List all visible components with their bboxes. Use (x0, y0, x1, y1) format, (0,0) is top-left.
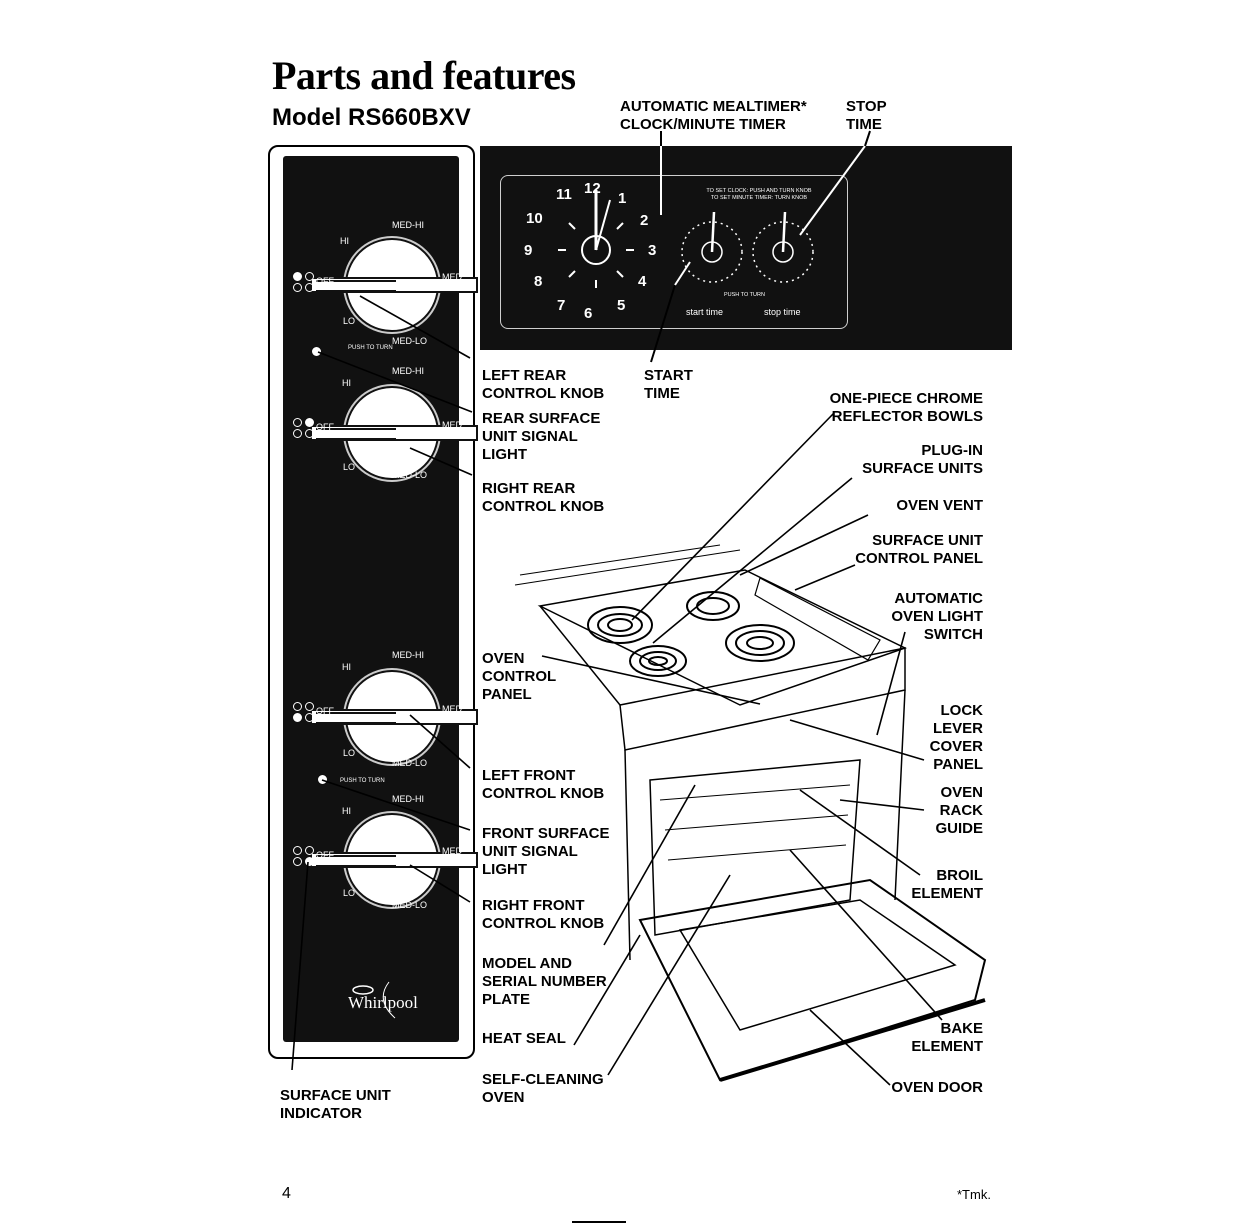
left-rear-knob[interactable] (310, 240, 478, 330)
indicator-dot (305, 283, 314, 292)
clock-num-10: 10 (526, 210, 543, 227)
knob2-medhi: MED-HI (392, 366, 424, 376)
right-front-knob[interactable] (310, 815, 478, 905)
label-oven-door: OVEN DOOR (891, 1079, 983, 1096)
label-stop-time: STOP TIME (846, 98, 887, 133)
label-left-front-knob: LEFT FRONT CONTROL KNOB (482, 767, 605, 802)
clock-num-8: 8 (534, 273, 543, 290)
clock-num-3: 3 (648, 242, 657, 259)
knob1-hi: HI (340, 236, 349, 246)
label-oven-control-panel: OVEN CONTROL PANEL (482, 650, 557, 703)
label-rack-guide: OVEN RACK GUIDE (935, 784, 983, 837)
clock-num-4: 4 (638, 273, 647, 290)
label-front-signal: FRONT SURFACE UNIT SIGNAL LIGHT (482, 825, 610, 878)
label-bake-element: BAKE ELEMENT (911, 1020, 983, 1055)
knob1-med: MED (442, 272, 462, 282)
knob2-medlo: MED-LO (392, 470, 428, 480)
label-surface-control-panel: SURFACE UNIT CONTROL PANEL (855, 532, 983, 567)
clock-num-7: 7 (557, 297, 566, 314)
page-title: Parts and features (272, 53, 576, 98)
indicator-dot (293, 713, 302, 722)
model-heading: Model RS660BXV (272, 104, 471, 131)
knob1-medlo: MED-LO (392, 336, 428, 346)
knob3-lo: LO (343, 748, 356, 758)
label-heat-seal: HEAT SEAL (482, 1030, 566, 1047)
clock-num-2: 2 (640, 212, 649, 229)
control-panel-frame (268, 145, 475, 1059)
indicator-dot (305, 429, 314, 438)
label-oven-vent: OVEN VENT (896, 497, 983, 514)
clock-num-11: 11 (556, 186, 572, 203)
knob1-medhi: MED-HI (392, 220, 424, 230)
label-rear-signal: REAR SURFACE UNIT SIGNAL LIGHT (482, 410, 601, 463)
indicator-dot (293, 418, 302, 427)
clock-face-frame (500, 175, 848, 329)
knob4-lo: LO (343, 888, 356, 898)
label-mealtimer: AUTOMATIC MEALTIMER* CLOCK/MINUTE TIMER (620, 98, 807, 133)
knob2-lo: LO (343, 462, 356, 472)
knob3-med: MED (442, 704, 462, 714)
bottom-rule (572, 1221, 626, 1223)
clock-num-1: 1 (618, 190, 627, 207)
label-left-rear-knob: LEFT REAR CONTROL KNOB (482, 367, 605, 402)
label-plug-in: PLUG-IN SURFACE UNITS (862, 442, 983, 477)
clock-num-9: 9 (524, 242, 533, 259)
page-number: 4 (282, 1185, 291, 1202)
indicator-dot (305, 272, 314, 281)
knob3-hi: HI (342, 662, 351, 672)
clock-push-to-turn: PUSH TO TURN (724, 292, 765, 298)
indicator-dot (305, 846, 314, 855)
indicator-dot (293, 702, 302, 711)
label-model-serial: MODEL AND SERIAL NUMBER PLATE (482, 955, 607, 1008)
knob4-medlo: MED-LO (392, 900, 428, 910)
knob3-off: OFF (316, 706, 334, 716)
indicator-dot (305, 857, 314, 866)
knob4-off: OFF (316, 850, 334, 860)
clock-num-6: 6 (584, 305, 593, 322)
brand-name: Whirlpool (348, 993, 418, 1012)
label-right-rear-knob: RIGHT REAR CONTROL KNOB (482, 480, 605, 515)
rear-signal-light (312, 347, 321, 356)
clock-num-12: 12 (584, 180, 601, 197)
trademark-note: *Tmk. (957, 1187, 991, 1202)
knob2-hi: HI (342, 378, 351, 388)
knob3-medlo: MED-LO (392, 758, 428, 768)
indicator-dot (293, 846, 302, 855)
indicator-dot (305, 713, 314, 722)
label-self-cleaning: SELF-CLEANING OVEN (482, 1071, 604, 1106)
rear-push-to-turn: PUSH TO TURN (348, 345, 393, 351)
label-reflector-bowls: ONE-PIECE CHROME REFLECTOR BOWLS (829, 390, 983, 425)
knob2-med: MED (442, 420, 462, 430)
knob4-medhi: MED-HI (392, 794, 424, 804)
indicator-dot (293, 272, 302, 281)
knob4-hi: HI (342, 806, 351, 816)
label-surface-indicator: SURFACE UNIT INDICATOR (280, 1087, 391, 1122)
label-lock-lever: LOCK LEVER COVER PANEL (929, 702, 983, 773)
left-front-knob[interactable] (310, 672, 478, 762)
label-oven-light-switch: AUTOMATIC OVEN LIGHT SWITCH (891, 590, 983, 643)
right-rear-knob[interactable] (310, 388, 478, 478)
label-right-front-knob: RIGHT FRONT CONTROL KNOB (482, 897, 605, 932)
indicator-dot (293, 857, 302, 866)
knob1-lo: LO (343, 316, 356, 326)
indicator-dot (293, 283, 302, 292)
front-push-to-turn: PUSH TO TURN (340, 778, 385, 784)
label-broil-element: BROIL ELEMENT (911, 867, 983, 902)
clock-instructions: TO SET CLOCK: PUSH AND TURN KNOB TO SET … (706, 188, 812, 201)
start-time-small: start time (686, 307, 724, 317)
label-start-time: START TIME (644, 367, 693, 402)
whirlpool-logo-icon (352, 981, 396, 1019)
indicator-dot (305, 418, 314, 427)
clock-panel (480, 146, 1012, 350)
indicator-dot (293, 429, 302, 438)
knob2-off: OFF (316, 422, 334, 432)
clock-num-5: 5 (617, 297, 626, 314)
indicator-dot (305, 702, 314, 711)
knob4-med: MED (442, 846, 462, 856)
knob1-off: OFF (316, 276, 334, 286)
knob3-medhi: MED-HI (392, 650, 424, 660)
stop-time-small: stop time (764, 307, 801, 317)
